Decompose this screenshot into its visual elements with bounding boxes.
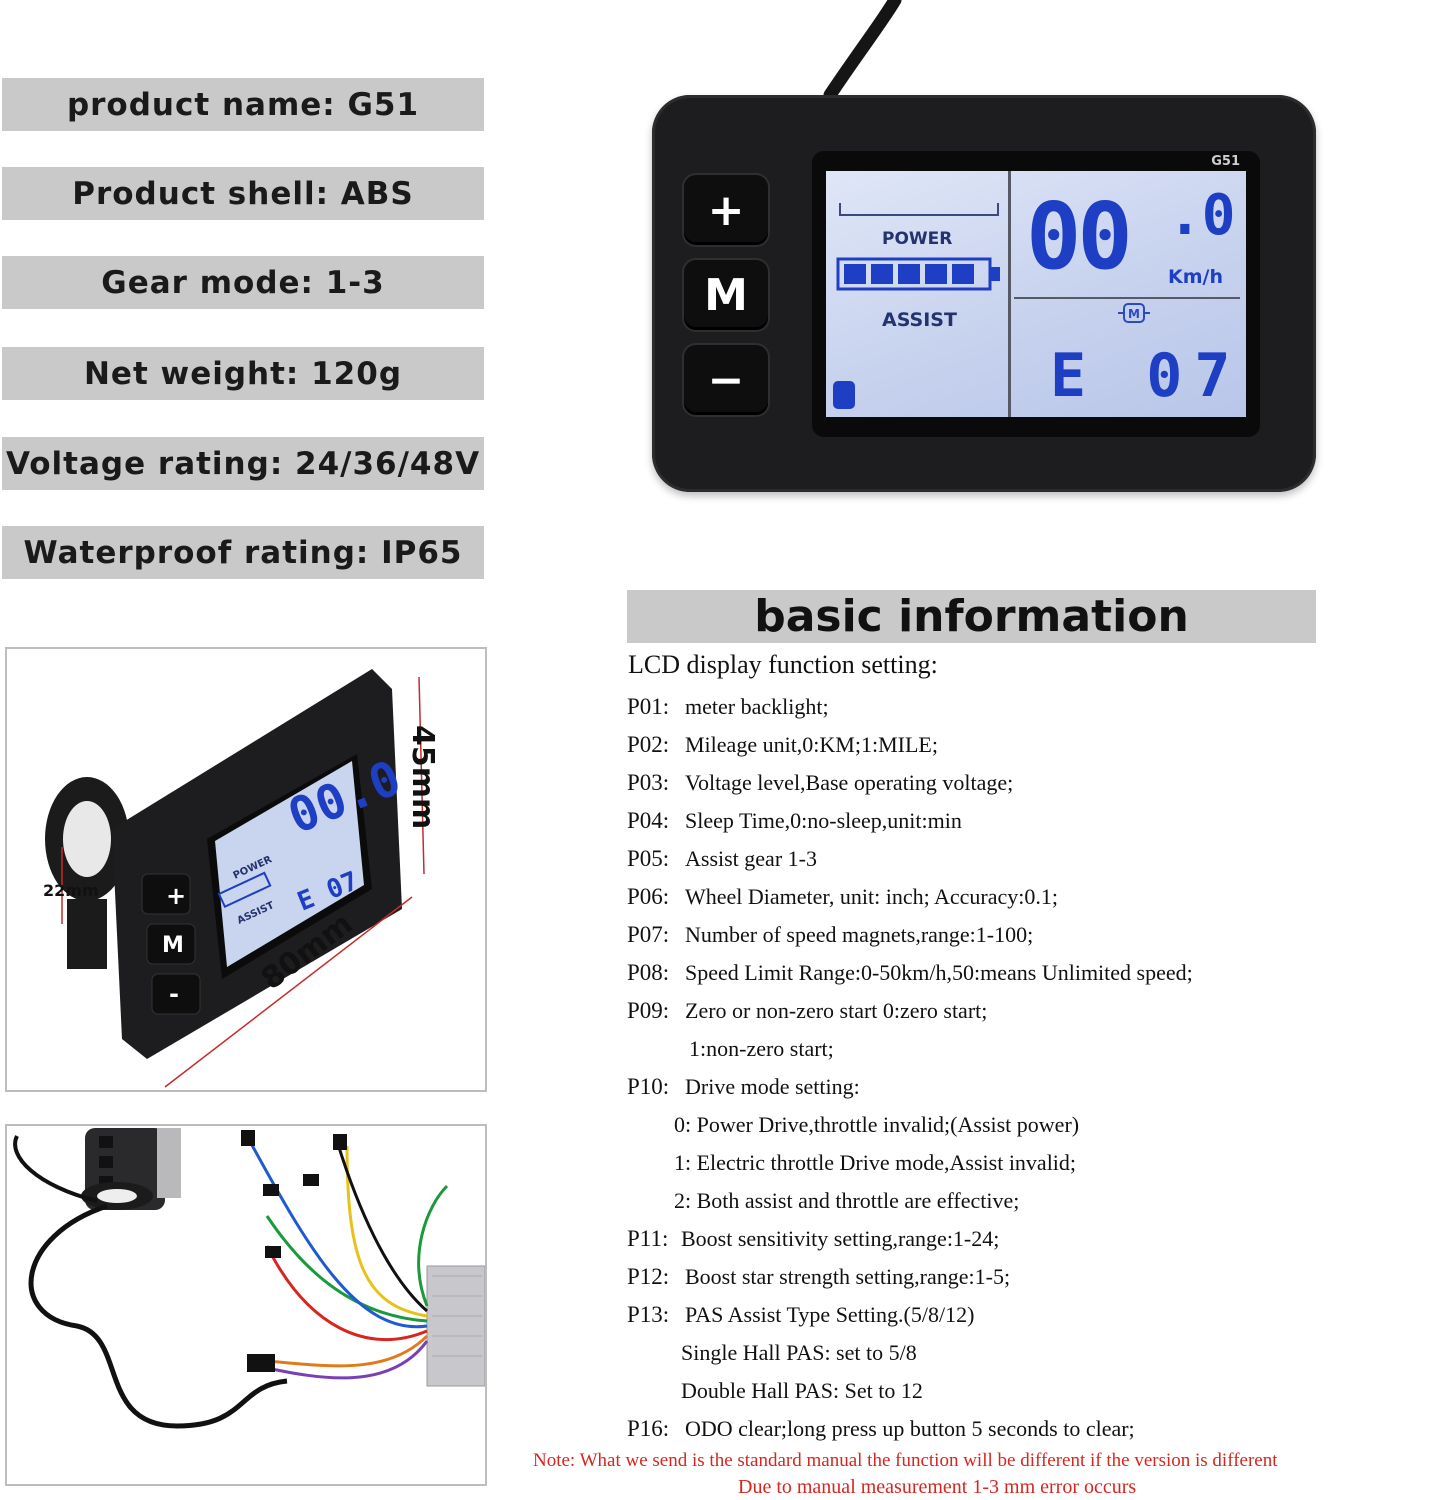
assist-label: ASSIST xyxy=(882,309,957,331)
note-version: Note: What we send is the standard manua… xyxy=(533,1450,1278,1471)
lcd-function-subtitle: LCD display function setting: xyxy=(628,650,938,679)
height-dimension: 45mm xyxy=(405,725,440,830)
param-p10: P10:Drive mode setting: xyxy=(627,1074,860,1099)
spec-product-name: product name: G51 xyxy=(2,78,484,131)
param-p08: P08:Speed Limit Range:0-50km/h,50:means … xyxy=(627,960,1193,985)
param-p13-double: Double Hall PAS: Set to 12 xyxy=(681,1378,923,1403)
display-device: + M − G51 POWER ASSIST xyxy=(652,95,1316,492)
mode-button: M xyxy=(684,260,768,330)
motor-icon: M xyxy=(1118,303,1150,323)
error-code: E 07 xyxy=(1050,341,1243,411)
model-label: G51 xyxy=(1211,154,1240,169)
battery-icon xyxy=(836,257,1000,291)
svg-text:-: - xyxy=(169,980,179,1008)
param-p02: P02:Mileage unit,0:KM;1:MILE; xyxy=(627,732,938,757)
param-p10-option-0: 0: Power Drive,throttle invalid;(Assist … xyxy=(674,1112,1080,1137)
speed-unit: Km/h xyxy=(1168,266,1223,288)
dimension-drawing: 00.0 E 07 POWER ASSIST + M - xyxy=(45,669,425,1088)
speed-readout: 00 xyxy=(1026,183,1133,290)
param-p12: P12:Boost star strength setting,range:1-… xyxy=(627,1264,1011,1289)
param-p10-option-1: 1: Electric throttle Drive mode,Assist i… xyxy=(674,1150,1077,1175)
param-p01: P01:meter backlight; xyxy=(627,694,829,719)
spec-waterproof-rating: Waterproof rating: IP65 xyxy=(2,526,484,579)
param-p13-single: Single Hall PAS: set to 5/8 xyxy=(681,1340,917,1365)
screen-frame: G51 POWER ASSIST 00 .0 xyxy=(812,151,1260,437)
param-p13: P13:PAS Assist Type Setting.(5/8/12) xyxy=(627,1302,975,1327)
param-p03: P03:Voltage level,Base operating voltage… xyxy=(627,770,1014,795)
spec-gear-mode: Gear mode: 1-3 xyxy=(2,256,484,309)
spec-voltage-rating: Voltage rating: 24/36/48V xyxy=(2,437,484,490)
param-p04: P04:Sleep Time,0:no-sleep,unit:min xyxy=(627,808,962,833)
motor-symbol: M xyxy=(1128,307,1140,321)
cable-image xyxy=(823,0,902,102)
power-label: POWER xyxy=(882,229,953,249)
svg-text:M: M xyxy=(162,933,184,958)
svg-text:+: + xyxy=(166,882,186,910)
wiring-kit-photo xyxy=(5,1124,487,1486)
lcd-screen: POWER ASSIST 00 .0 Km/h M xyxy=(826,171,1246,417)
param-p09: P09:Zero or non-zero start 0:zero start; xyxy=(627,998,988,1023)
wiring-harness-drawing xyxy=(13,1128,485,1429)
param-p16: P16:ODO clear;long press up button 5 sec… xyxy=(627,1416,1135,1441)
clamp-dimension: 22mm xyxy=(43,881,99,900)
spec-product-shell: Product shell: ABS xyxy=(2,167,484,220)
param-p07: P07:Number of speed magnets,range:1-100; xyxy=(627,922,1034,947)
param-p09-line2: 1:non-zero start; xyxy=(689,1036,834,1061)
power-bracket-icon xyxy=(839,203,999,216)
param-p06: P06:Wheel Diameter, unit: inch; Accuracy… xyxy=(627,884,1058,909)
speed-decimal: .0 xyxy=(1168,183,1236,248)
basic-info-title: basic information xyxy=(627,590,1316,643)
param-p11: P11:Boost sensitivity setting,range:1-24… xyxy=(627,1226,1000,1251)
assist-level-icon xyxy=(833,381,855,409)
plus-button: + xyxy=(684,175,768,245)
spec-net-weight: Net weight: 120g xyxy=(2,347,484,400)
param-p10-option-2: 2: Both assist and throttle are effectiv… xyxy=(674,1188,1020,1213)
note-measurement: Due to manual measurement 1-3 mm error o… xyxy=(738,1476,1137,1498)
param-p05: P05:Assist gear 1-3 xyxy=(627,846,817,871)
dimension-photo: 00.0 E 07 POWER ASSIST + M - 45mm 80mm 2… xyxy=(5,647,487,1092)
minus-button: − xyxy=(684,345,768,415)
